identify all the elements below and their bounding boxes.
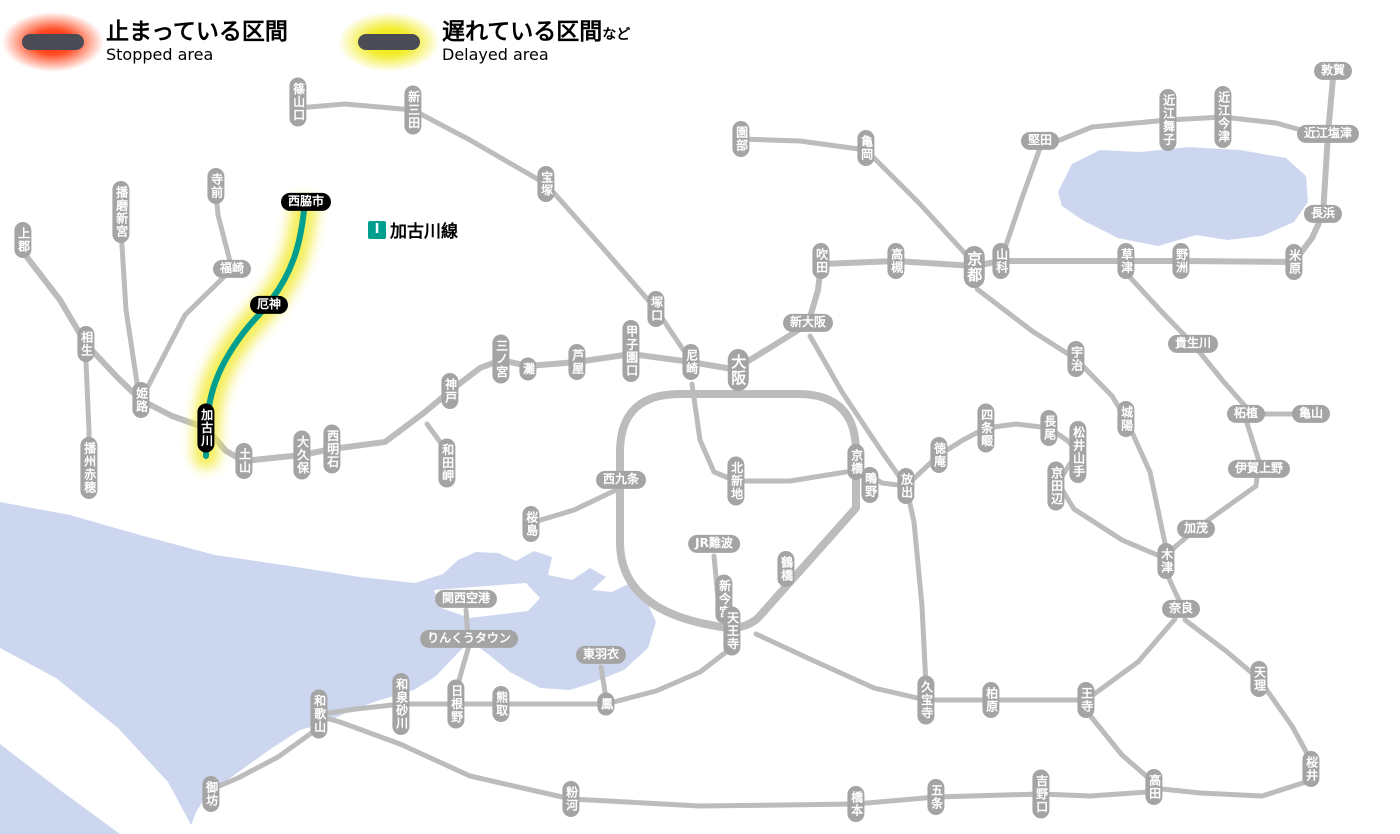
rail-hagoromo-line — [598, 664, 608, 695]
kakogawa-line-name: 加古川線 — [390, 222, 458, 242]
delayed-glow-swatch — [338, 12, 440, 72]
lake-biwa — [1058, 147, 1308, 246]
legend-delayed-sublabel: Delayed area — [442, 45, 549, 65]
legend-stopped: 止まっている区間 Stopped area — [2, 12, 288, 72]
rail-tozai-line — [689, 381, 849, 484]
rail-wadamisaki-line — [424, 421, 450, 459]
kakogawa-line-label: I 加古川線 — [368, 217, 458, 242]
awaji-island — [0, 648, 196, 834]
rail-yamatoji-line — [753, 616, 1178, 703]
legend-delayed-label: 遅れている区間など — [442, 19, 631, 46]
rail-kosei-line — [1000, 114, 1329, 257]
rail-ako-line — [83, 359, 92, 465]
rail-fukuchiyama-line — [295, 101, 694, 363]
rail-yamatoji-namba-branch — [711, 553, 724, 623]
kakogawa-line-symbol-icon: I — [368, 220, 386, 239]
stopped-glow-swatch — [2, 12, 104, 72]
rail-yumesaki-line — [531, 487, 619, 525]
legend-stopped-text: 止まっている区間 Stopped area — [106, 19, 288, 65]
rail-wakayama-line-oji-takada — [1085, 710, 1155, 784]
rail-osaka-higashi-line — [807, 333, 929, 689]
stopped-line-sample — [22, 34, 84, 50]
rail-kansai-line-kizu-nara — [1163, 569, 1184, 607]
rail-kusatsu-line — [1124, 271, 1249, 410]
legend-stopped-sublabel: Stopped area — [106, 45, 214, 65]
legend-delayed-text: 遅れている区間など Delayed area — [442, 19, 631, 65]
legend-delayed-label-suffix: など — [602, 27, 631, 44]
legend-delayed: 遅れている区間など Delayed area — [338, 12, 630, 72]
rail-nara-line — [974, 286, 1169, 551]
rail-kansai-line-tsuge-kizu — [1163, 417, 1262, 559]
kakogawa-line — [203, 207, 307, 459]
rail-manyo-line-sakurai-takada — [1159, 778, 1312, 799]
rail-lines-layer — [20, 75, 1336, 809]
legend-delayed-label-main: 遅れている区間 — [442, 19, 603, 46]
water-layer — [0, 147, 1308, 834]
rail-kisei-line — [209, 726, 320, 792]
rail-sanyo-kobe-line — [20, 249, 741, 464]
delayed-line-sample — [358, 34, 420, 50]
delayed-glow-kakogawa-line — [193, 197, 317, 469]
legend-stopped-label: 止まっている区間 — [106, 19, 288, 46]
rail-sagano-line — [739, 136, 974, 263]
rail-kishin-line — [118, 227, 142, 399]
rail-osaka-loop-line — [616, 390, 860, 632]
delayed-line-layer — [193, 197, 317, 469]
rail-manyo-line-nara-sakurai — [1182, 617, 1312, 760]
rail-gakkentoshi-line — [855, 421, 1165, 560]
osaka-bay — [0, 502, 656, 834]
rail-wakayama-line — [319, 714, 1151, 809]
